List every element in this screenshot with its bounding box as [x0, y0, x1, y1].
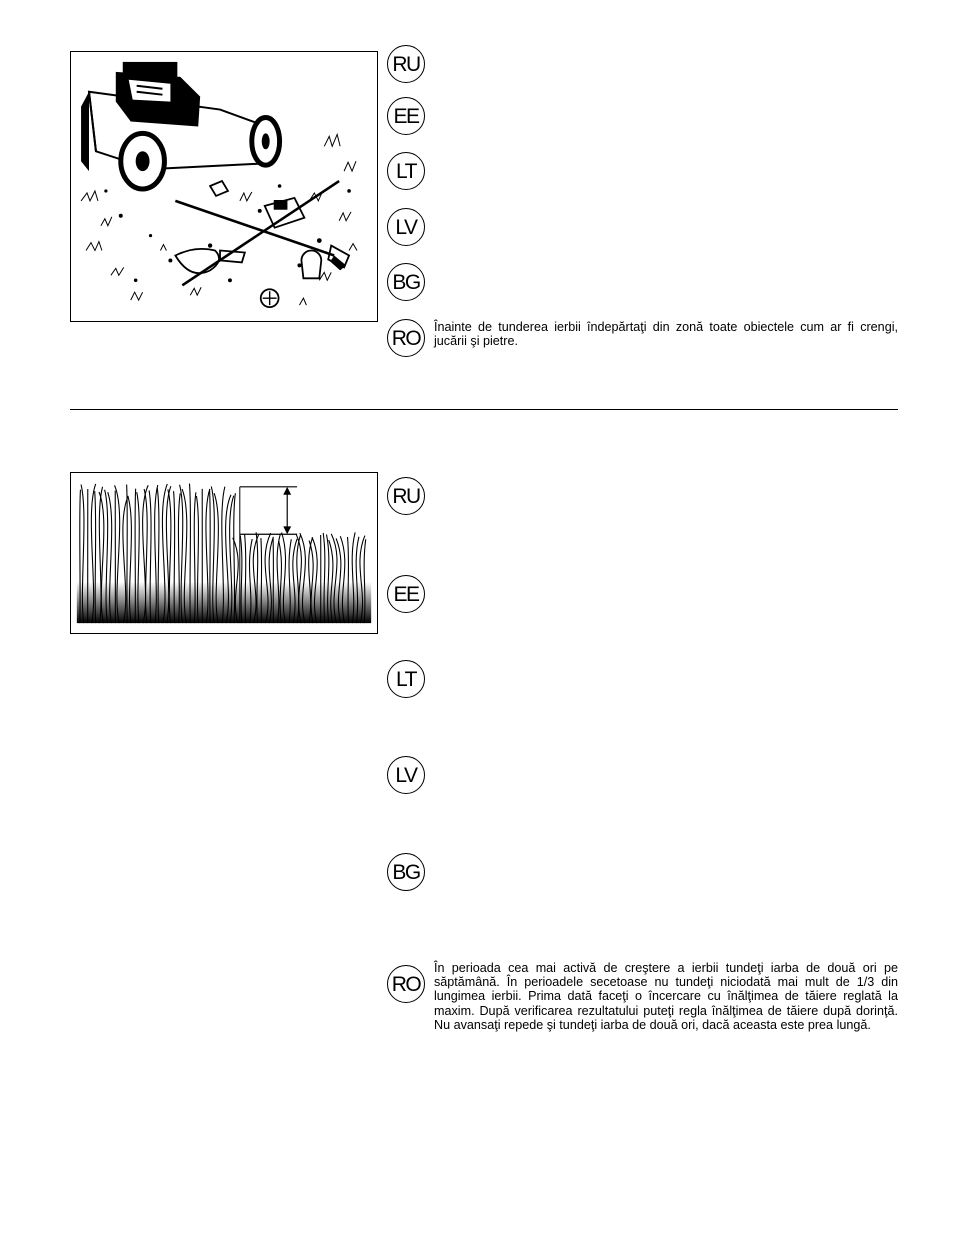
lang-badge-bg: BG [387, 853, 425, 891]
lang-code: EE [393, 582, 420, 606]
grass-height-figure [70, 472, 378, 634]
lang-code: RU [392, 52, 421, 76]
lang-badge-ro: RO [387, 319, 425, 357]
lang-code: RU [392, 484, 421, 508]
lang-badge-lt: LT [387, 660, 425, 698]
instruction-text-ro: În perioada cea mai activă de creştere a… [434, 961, 898, 1032]
lang-code: RO [391, 972, 422, 996]
lang-badge-ee: EE [387, 97, 425, 135]
lang-badge-ru: RU [387, 45, 425, 83]
lang-code: LT [396, 667, 417, 691]
lang-code: LV [395, 763, 418, 787]
lang-badge-lt: LT [387, 152, 425, 190]
lang-code: LT [396, 159, 417, 183]
lang-badge-ro: RO [387, 965, 425, 1003]
lang-code: BG [392, 860, 421, 884]
lang-badge-lv: LV [387, 756, 425, 794]
lang-code: EE [393, 104, 420, 128]
lang-code: RO [391, 326, 422, 350]
instruction-text-ro: Înainte de tunderea ierbii îndepărtaţi d… [434, 320, 898, 349]
lang-badge-lv: LV [387, 208, 425, 246]
section-divider [70, 409, 898, 410]
grass-cutting-height-illustration [76, 483, 372, 624]
lang-badge-bg: BG [387, 263, 425, 301]
lawn-mower-debris-illustration [80, 61, 358, 308]
lang-code: LV [395, 215, 418, 239]
lawn-mower-debris-figure [70, 51, 378, 322]
lang-code: BG [392, 270, 421, 294]
lang-badge-ee: EE [387, 575, 425, 613]
lang-badge-ru: RU [387, 477, 425, 515]
